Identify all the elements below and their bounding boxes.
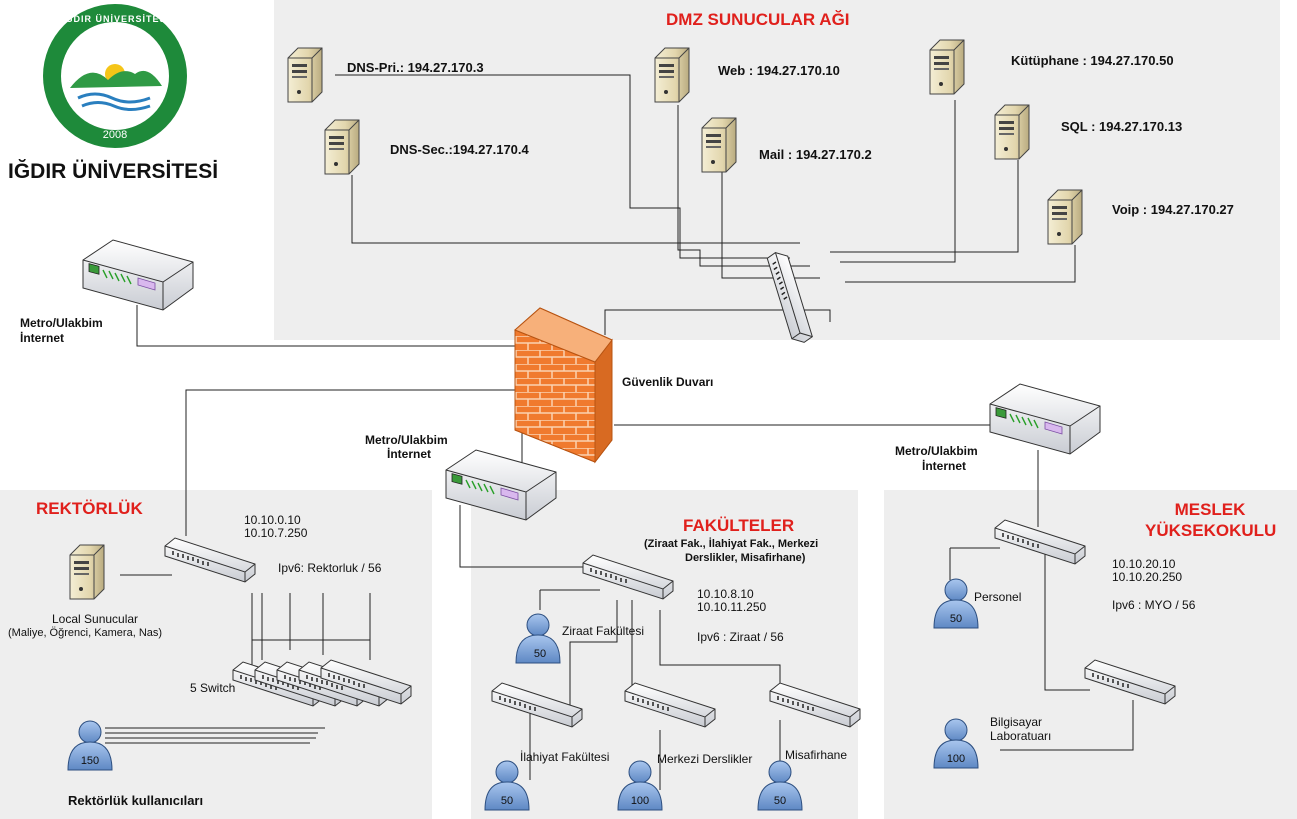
switch-icon xyxy=(582,554,674,600)
myo-ip1: 10.10.20.10 xyxy=(1112,557,1176,571)
misafirhane-label: Misafirhane xyxy=(785,748,848,762)
dns-pri-label: DNS-Pri.: 194.27.170.3 xyxy=(347,60,484,75)
rektorluk-ip1: 10.10.0.10 xyxy=(244,513,301,527)
dns-pri-server-icon xyxy=(287,47,323,103)
web-label: Web : 194.27.170.10 xyxy=(718,63,840,78)
ziraat-count: 50 xyxy=(533,648,547,660)
ziraat-label: Ziraat Fakültesi xyxy=(562,624,645,638)
lab-label-1: Bilgisayar xyxy=(990,715,1043,729)
fakulteler-subtitle-2: Derslikler, Misafirhane) xyxy=(685,552,806,564)
switch-count-label: 5 Switch xyxy=(190,681,236,695)
lab-count: 100 xyxy=(946,753,966,765)
rektorluk-user-count: 150 xyxy=(80,755,100,767)
local-server-icon xyxy=(69,544,105,600)
myo-title-1: MESLEK xyxy=(1174,500,1246,519)
library-label: Kütüphane : 194.27.170.50 xyxy=(1011,53,1174,68)
router-icon xyxy=(445,449,557,521)
router-icon xyxy=(82,239,194,311)
switch-icon xyxy=(624,682,716,728)
merkezi-count: 100 xyxy=(630,795,650,807)
logo-seal xyxy=(43,4,187,148)
local-servers-detail: (Maliye, Öğrenci, Kamera, Nas) xyxy=(8,627,163,639)
switch-icon xyxy=(164,537,256,583)
sql-server-icon xyxy=(994,104,1030,160)
dns-sec-server-icon xyxy=(324,119,360,175)
switch-icon xyxy=(769,682,861,728)
library-server-icon xyxy=(929,39,965,95)
metro-center-line2: İnternet xyxy=(387,447,432,461)
mail-label: Mail : 194.27.170.2 xyxy=(759,147,872,162)
metro-left-line2: İnternet xyxy=(20,331,65,345)
firewall-icon xyxy=(514,307,613,464)
dmz-switch-icon xyxy=(745,247,835,348)
firewall-label: Güvenlik Duvarı xyxy=(622,375,714,389)
rektorluk-ipv6: Ipv6: Rektorluk / 56 xyxy=(278,561,382,575)
voip-label: Voip : 194.27.170.27 xyxy=(1112,202,1234,217)
university-name: IĞDIR ÜNİVERSİTESİ xyxy=(8,160,219,183)
voip-server-icon xyxy=(1047,189,1083,245)
switch-icon xyxy=(994,519,1086,565)
rektorluk-ip2: 10.10.7.250 xyxy=(244,526,308,540)
misafirhane-count: 50 xyxy=(773,795,787,807)
mail-server-icon xyxy=(701,117,737,173)
metro-right-line2: İnternet xyxy=(922,459,967,473)
myo-ip2: 10.10.20.250 xyxy=(1112,570,1183,584)
fakulteler-ip2: 10.10.11.250 xyxy=(697,600,767,614)
metro-right-line1: Metro/Ulakbim xyxy=(895,444,978,458)
rektorluk-users-label: Rektörlük kullanıcıları xyxy=(68,793,204,808)
router-icon xyxy=(989,383,1101,455)
rektorluk-title: REKTÖRLÜK xyxy=(36,499,143,518)
dns-sec-label: DNS-Sec.:194.27.170.4 xyxy=(390,142,529,157)
ilahiyat-label: İlahiyat Fakültesi xyxy=(520,750,610,764)
logo-seal-text: IĞDIR ÜNİVERSİTESİ xyxy=(62,14,171,24)
lab-label-2: Laboratuarı xyxy=(990,729,1052,743)
local-servers-label: Local Sunucular xyxy=(52,612,139,626)
personel-label: Personel xyxy=(974,590,1022,604)
metro-center-line1: Metro/Ulakbim xyxy=(365,433,448,447)
logo-seal-year: 2008 xyxy=(102,129,128,141)
myo-ipv6: Ipv6 : MYO / 56 xyxy=(1112,598,1196,612)
switch-icon xyxy=(1084,659,1176,705)
ilahiyat-count: 50 xyxy=(500,795,514,807)
web-server-icon xyxy=(654,47,690,103)
switch-icon xyxy=(491,682,583,728)
merkezi-label: Merkezi Derslikler xyxy=(657,752,753,766)
personel-count: 50 xyxy=(949,613,963,625)
fakulteler-subtitle-1: (Ziraat Fak., İlahiyat Fak., Merkezi xyxy=(644,538,819,550)
metro-left-line1: Metro/Ulakbim xyxy=(20,316,103,330)
sql-label: SQL : 194.27.170.13 xyxy=(1061,119,1183,134)
dmz-title: DMZ SUNUCULAR AĞI xyxy=(666,10,850,29)
fakulteler-ipv6: Ipv6 : Ziraat / 56 xyxy=(697,630,784,644)
myo-title-2: YÜKSEKOKULU xyxy=(1145,521,1277,540)
fakulteler-ip1: 10.10.8.10 xyxy=(697,587,754,601)
fakulteler-title: FAKÜLTELER xyxy=(683,516,795,535)
